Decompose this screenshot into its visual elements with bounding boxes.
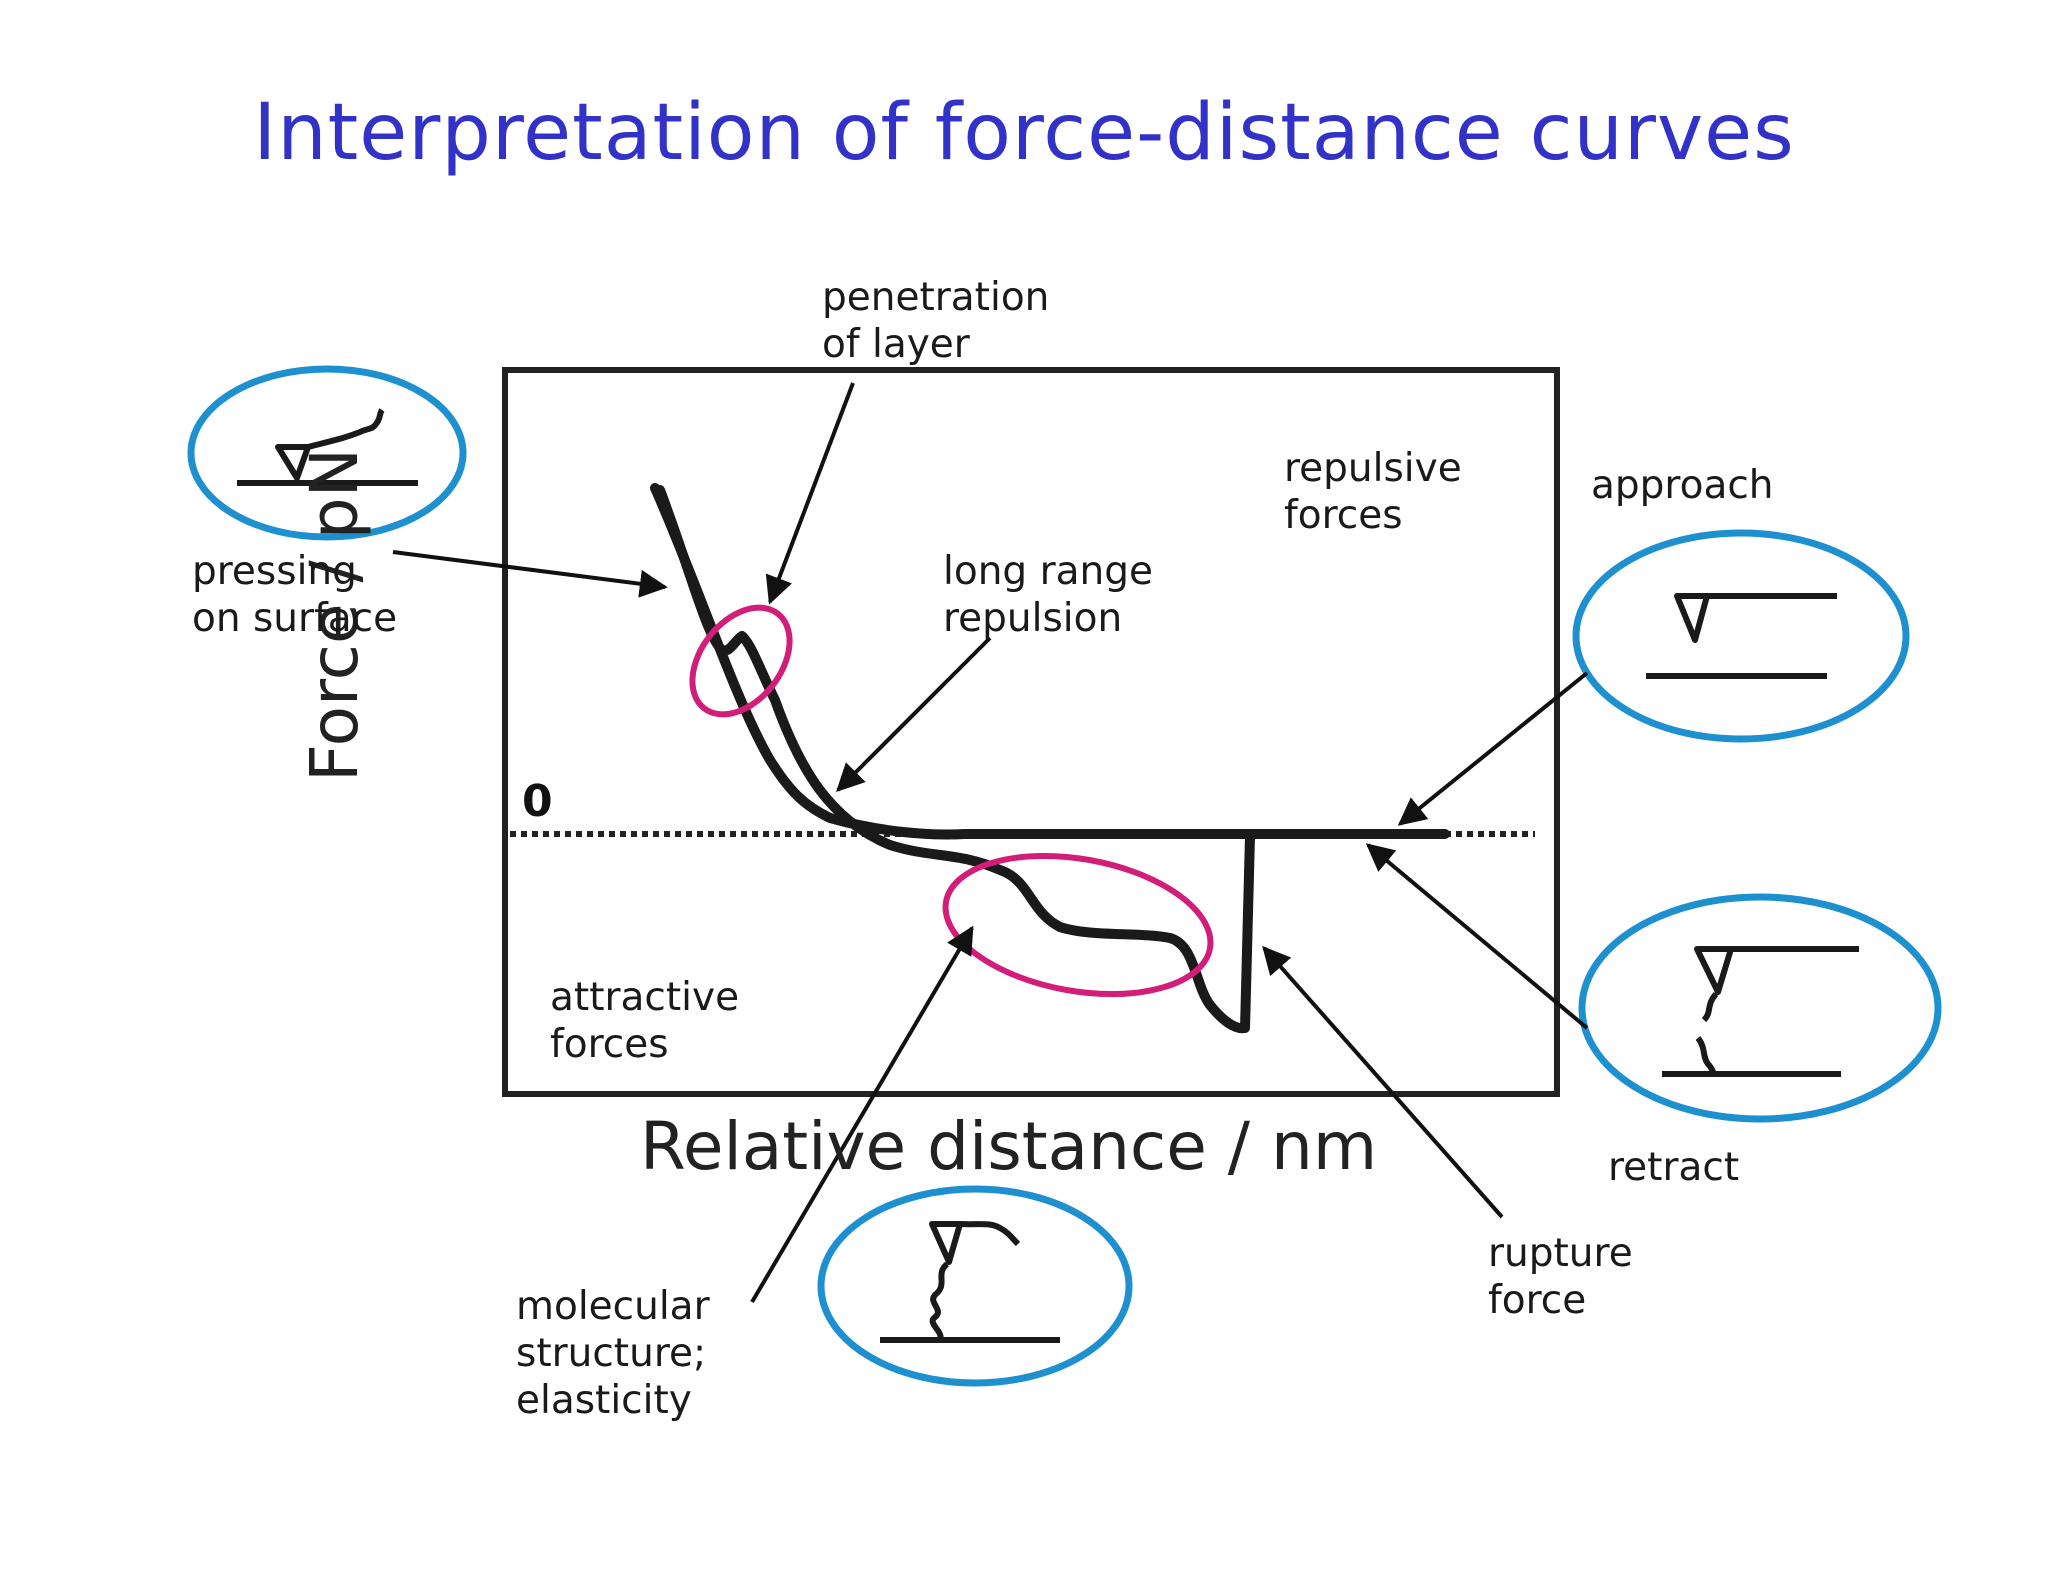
attractive-forces-label: attractive forces (550, 974, 739, 1068)
molecular-label-line3: elasticity (516, 1378, 692, 1423)
pressing-label-line1: pressing (192, 549, 357, 594)
repulsive-label-line1: repulsive (1284, 446, 1462, 491)
long-range-label: long range repulsion (943, 548, 1153, 642)
pressing-label: pressing on surface (192, 548, 397, 642)
penetration-label-line1: penetration (822, 275, 1050, 320)
penetration-arrow (765, 382, 855, 605)
molecular-arrow (750, 925, 974, 1304)
rupture-arrow (1262, 945, 1504, 1219)
molecular-cantilever-icon (817, 1185, 1133, 1387)
molecular-label-line1: molecular (516, 1284, 710, 1329)
pressing-cantilever-icon (187, 365, 467, 541)
retract-curve (655, 485, 1255, 1034)
rupture-label-line1: rupture (1488, 1231, 1633, 1276)
approach-label: approach (1591, 463, 1774, 508)
molecular-highlight-ellipse (942, 852, 1214, 998)
molecular-label-line2: structure; (516, 1331, 707, 1376)
long-range-label-line2: repulsion (943, 596, 1123, 641)
plot-frame (502, 367, 1560, 1097)
attractive-label-line1: attractive (550, 975, 740, 1020)
long-range-label-line1: long range (943, 549, 1153, 594)
penetration-highlight-ellipse (689, 604, 793, 718)
x-axis-label: Relative distance / nm (640, 1108, 1378, 1185)
pressing-arrow (392, 550, 668, 598)
rupture-force-label: rupture force (1488, 1230, 1633, 1324)
pressing-label-line2: on surface (192, 596, 398, 641)
zero-label: 0 (522, 776, 553, 827)
retract-cantilever-icon (1578, 893, 1942, 1123)
approach-cantilever-icon (1572, 529, 1910, 743)
repulsive-label-line2: forces (1284, 493, 1403, 538)
molecular-structure-label: molecular structure; elasticity (516, 1283, 710, 1424)
penetration-label: penetration of layer (822, 274, 1049, 368)
rupture-label-line2: force (1488, 1278, 1587, 1323)
page-title: Interpretation of force-distance curves (253, 88, 1795, 178)
attractive-label-line2: forces (550, 1022, 669, 1067)
long-range-arrow (836, 636, 992, 792)
approach-arrow (1397, 671, 1589, 826)
repulsive-forces-label: repulsive forces (1284, 445, 1462, 539)
approach-curve (650, 483, 1450, 840)
retract-arrow (1365, 843, 1589, 1030)
retract-label: retract (1608, 1145, 1740, 1190)
penetration-label-line2: of layer (822, 322, 970, 367)
